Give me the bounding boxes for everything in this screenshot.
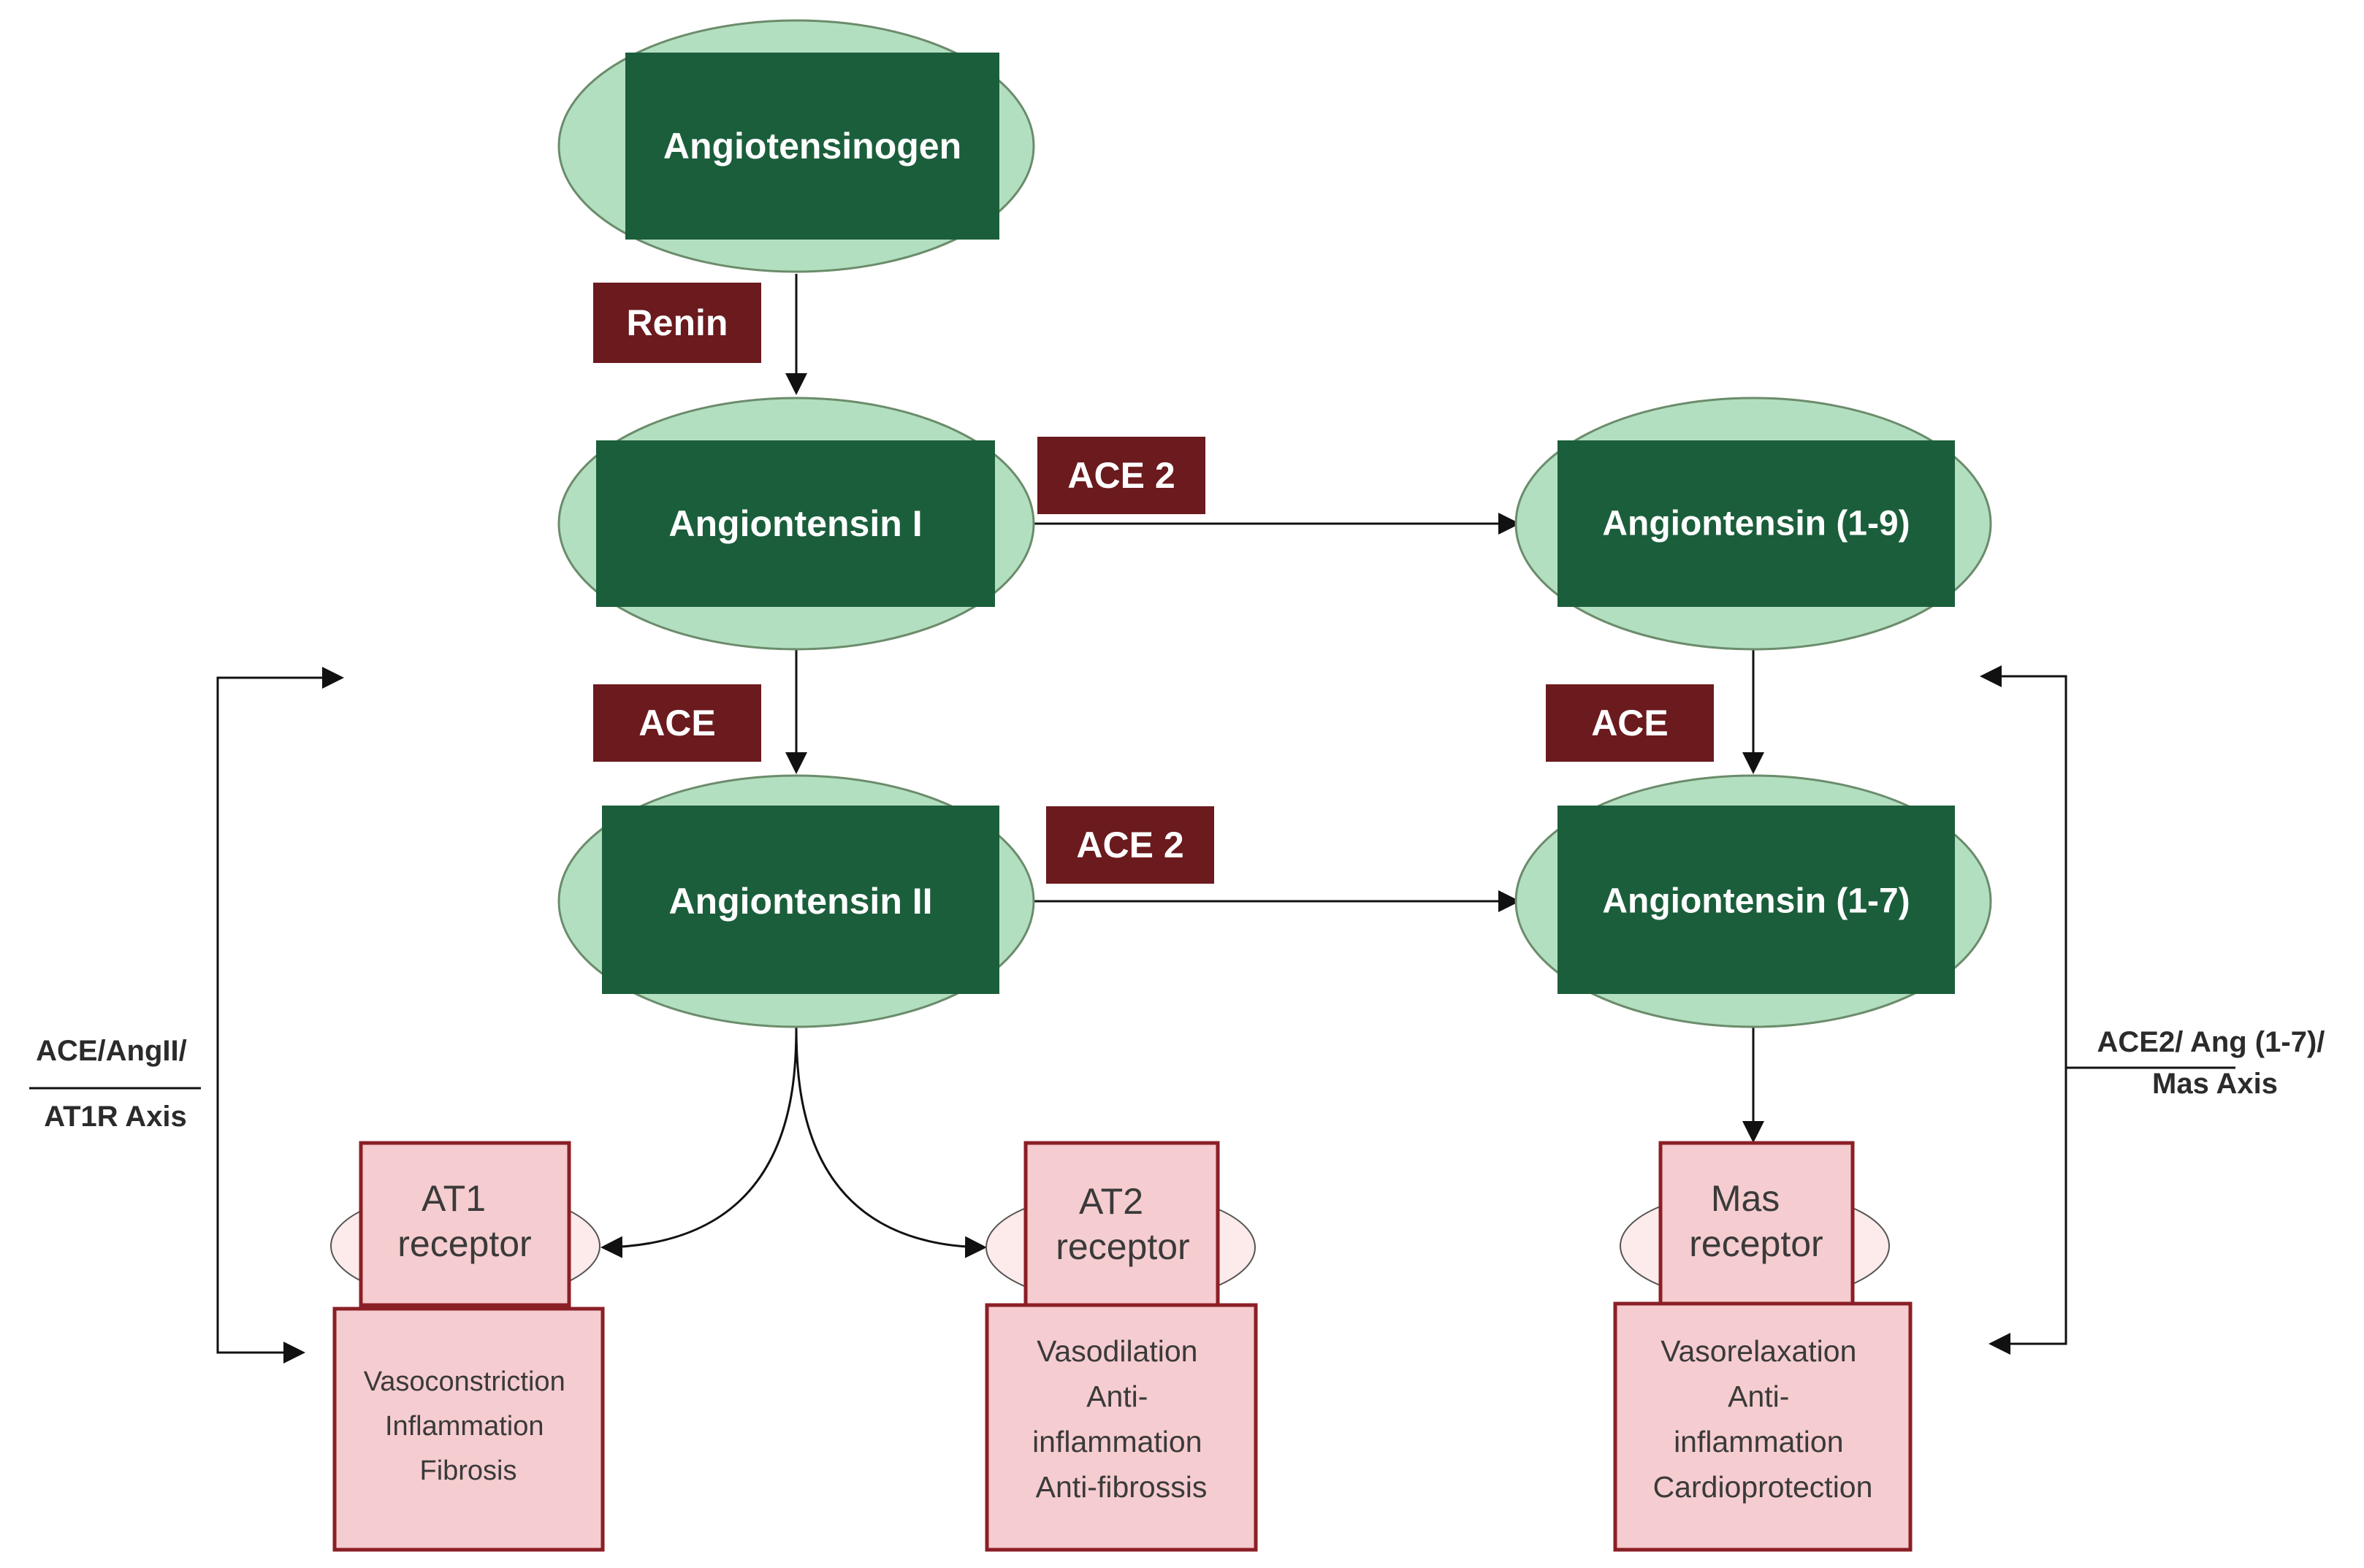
renin-box bbox=[593, 283, 761, 363]
ace2-top-box bbox=[1037, 437, 1205, 514]
at2-effect-2: Anti- bbox=[1086, 1380, 1148, 1413]
at2-effect-4: Anti-fibrossis bbox=[1036, 1470, 1208, 1504]
at1-receptor-line-1: AT1 bbox=[422, 1178, 486, 1219]
mas-receptor-line-1: Mas bbox=[1711, 1178, 1780, 1219]
node-angiotensin-1-7: Angiontensin (1-7) bbox=[1514, 774, 1992, 1028]
receptor-mas: Mas receptor bbox=[1620, 1141, 1890, 1307]
arrow-ang2-to-at2 bbox=[795, 1025, 987, 1258]
angiotensin-1-7-label: Angiontensin (1-7) bbox=[1602, 882, 1910, 921]
receptor-at1: AT1 receptor bbox=[330, 1141, 600, 1307]
angiotensin-1-9-box bbox=[1557, 440, 1955, 607]
at1-receptor-box bbox=[359, 1141, 571, 1307]
at2-receptor-label: AT2 receptor bbox=[1056, 1181, 1189, 1267]
angiotensin-i-label: Angiontensin I bbox=[668, 503, 922, 544]
at1-effect-2: Inflammation bbox=[385, 1411, 544, 1442]
at1-effects-text: Vasoconstriction Inflammation Fibrosis bbox=[364, 1366, 573, 1486]
angiotensin-1-7-box bbox=[1557, 806, 1955, 994]
node-angiotensin-i: Angiontensin I bbox=[557, 397, 1035, 651]
ace-right-label: ACE bbox=[1591, 703, 1669, 743]
ace2-mid-label: ACE 2 bbox=[1076, 825, 1183, 865]
mas-effect-1: Vasorelaxation bbox=[1660, 1334, 1856, 1368]
enzyme-ace2-top: ACE 2 bbox=[1037, 437, 1205, 514]
ace-right-box bbox=[1546, 684, 1714, 762]
mas-effect-2: Anti- bbox=[1728, 1380, 1789, 1413]
ace2-mid-box bbox=[1046, 806, 1214, 884]
mas-effect-3: inflammation bbox=[1674, 1425, 1843, 1458]
at1-effect-1: Vasoconstriction bbox=[364, 1366, 565, 1397]
at2-effects-box bbox=[985, 1303, 1258, 1552]
renin-label: Renin bbox=[627, 302, 728, 343]
at2-receptor-line-1: AT2 bbox=[1079, 1181, 1143, 1222]
at1-receptor-line-2: receptor bbox=[397, 1223, 531, 1264]
angiotensinogen-label: Angiotensinogen bbox=[663, 126, 961, 167]
left-axis-line-1: ACE/AngII/ bbox=[36, 1035, 187, 1067]
enzyme-renin: Renin bbox=[593, 283, 761, 363]
right-axis-line-2: Mas Axis bbox=[2152, 1068, 2278, 1100]
left-axis-label: ACE/AngII/ AT1R Axis bbox=[36, 1035, 195, 1133]
mas-effects-box bbox=[1613, 1301, 1913, 1552]
mas-effects-text: Vasorelaxation Anti- inflammation Cardio… bbox=[1653, 1334, 1873, 1504]
connectors bbox=[29, 274, 2235, 1364]
angiotensin-i-box bbox=[596, 440, 995, 607]
effects-mas: Vasorelaxation Anti- inflammation Cardio… bbox=[1613, 1301, 1913, 1552]
angiotensin-ii-label: Angiontensin II bbox=[668, 881, 932, 922]
at2-effects-text: Vasodilation Anti- inflammation Anti-fib… bbox=[1032, 1334, 1210, 1504]
node-angiotensin-ii: Angiontensin II bbox=[557, 774, 1035, 1028]
angiotensin-1-9-label: Angiontensin (1-9) bbox=[1602, 505, 1910, 543]
at1-effect-3: Fibrosis bbox=[419, 1456, 516, 1486]
mas-receptor-label: Mas receptor bbox=[1689, 1178, 1823, 1264]
right-axis-line-1: ACE2/ Ang (1-7)/ bbox=[2097, 1026, 2325, 1058]
ace-left-label: ACE bbox=[638, 703, 716, 743]
at2-receptor-line-2: receptor bbox=[1056, 1226, 1189, 1267]
left-axis-bracket bbox=[216, 676, 342, 1364]
left-axis-line-2: AT1R Axis bbox=[44, 1101, 187, 1133]
at2-effect-3: inflammation bbox=[1032, 1425, 1202, 1458]
angiotensin-ii-box bbox=[602, 806, 999, 994]
enzyme-ace-right: ACE bbox=[1546, 684, 1714, 762]
enzyme-ace-left: ACE bbox=[593, 684, 761, 762]
node-angiotensin-1-9: Angiontensin (1-9) bbox=[1514, 397, 1992, 651]
right-axis-bracket bbox=[1982, 675, 2067, 1355]
receptor-at2: AT2 receptor bbox=[985, 1141, 1256, 1307]
ace-left-box bbox=[593, 684, 761, 762]
mas-receptor-line-2: receptor bbox=[1689, 1223, 1823, 1264]
arrow-ang2-to-at1 bbox=[600, 1025, 798, 1258]
mas-receptor-box bbox=[1658, 1141, 1855, 1307]
at2-effect-1: Vasodilation bbox=[1037, 1334, 1197, 1368]
angiotensinogen-box bbox=[625, 53, 999, 240]
effects-at1: Vasoconstriction Inflammation Fibrosis bbox=[332, 1307, 605, 1552]
enzyme-ace2-mid: ACE 2 bbox=[1046, 806, 1214, 884]
mas-effect-4: Cardioprotection bbox=[1653, 1470, 1873, 1504]
at1-receptor-label: AT1 receptor bbox=[397, 1178, 531, 1264]
node-angiotensinogen: Angiotensinogen bbox=[557, 19, 1035, 273]
right-axis-label: ACE2/ Ang (1-7)/ Mas Axis bbox=[2097, 1026, 2333, 1100]
at1-effects-box bbox=[332, 1307, 605, 1552]
ace2-top-label: ACE 2 bbox=[1067, 455, 1175, 496]
at2-receptor-box bbox=[1023, 1141, 1220, 1307]
effects-at2: Vasodilation Anti- inflammation Anti-fib… bbox=[985, 1303, 1258, 1552]
